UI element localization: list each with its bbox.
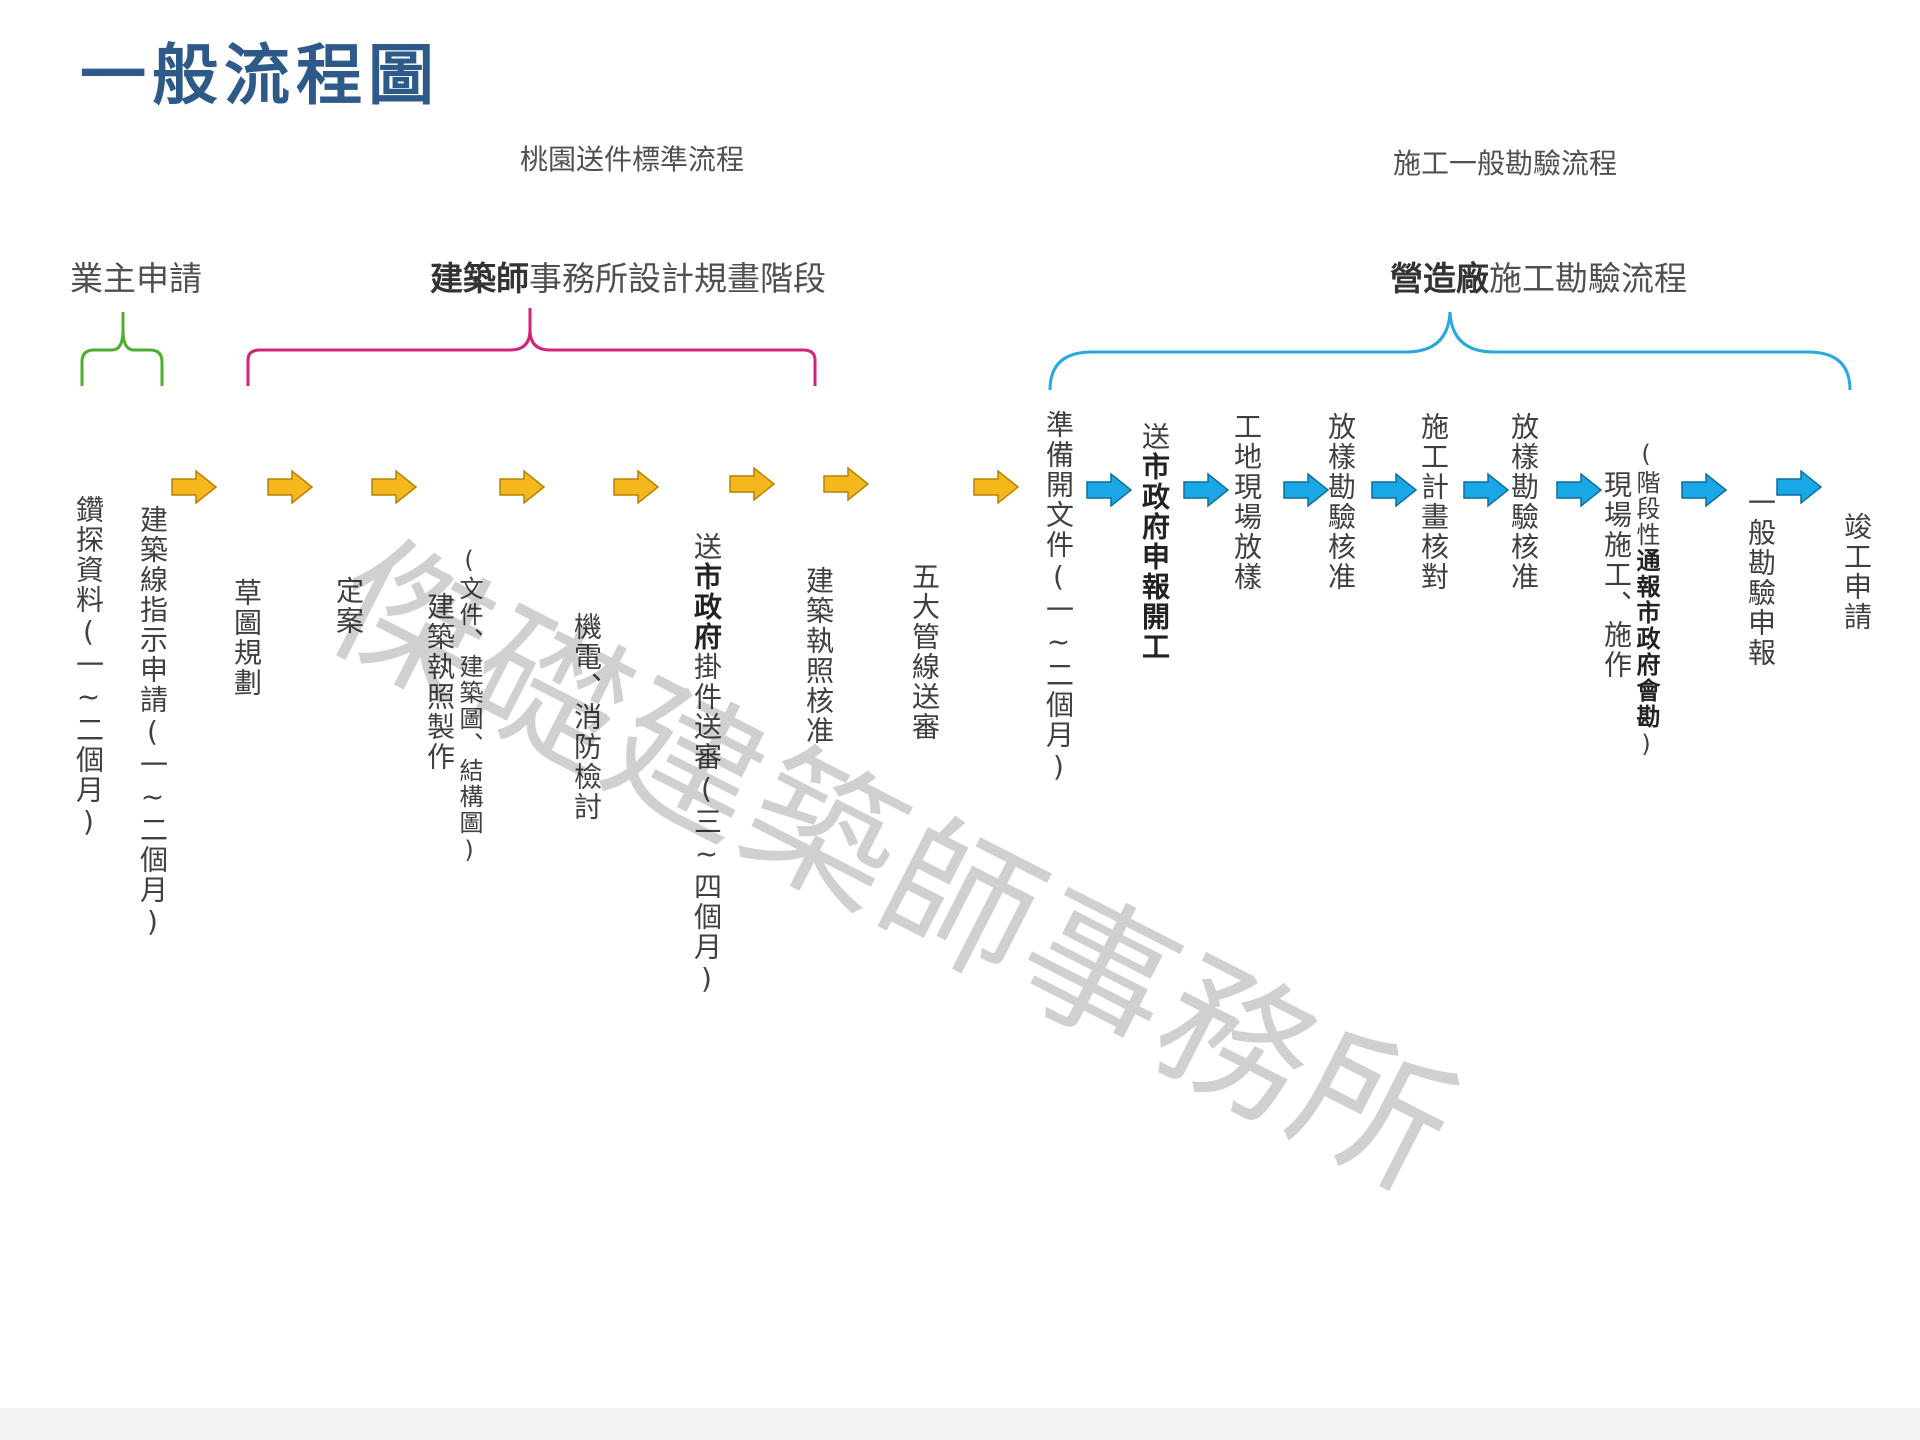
phase-contractor-bold: 營造廠 xyxy=(1390,259,1489,298)
step-license-preparation: 建築執照製作 xyxy=(423,592,456,772)
step-mep-fire-review: 機電、消防檢討 xyxy=(570,612,603,822)
step-phased-city-inspection-hl: 通報市政府會勘 xyxy=(1632,548,1660,730)
step-site-setout: 工地現場放樣 xyxy=(1230,412,1263,592)
step-report-commencement-pre: 送 xyxy=(1138,422,1171,452)
phase-contractor-rest: 施工勘驗流程 xyxy=(1489,259,1687,298)
arrow-right-icon xyxy=(823,466,870,502)
step-submit-city-review-hl: 市政府 xyxy=(690,562,723,652)
arrow-right-icon xyxy=(1283,472,1330,508)
phase-architect: 建築師事務所設計規畫階段 xyxy=(430,252,826,300)
section-title-construction: 施工一般勘驗流程 xyxy=(1393,147,1618,180)
step-construction-plan-check: 施工計畫核對 xyxy=(1417,412,1450,592)
arrow-right-icon xyxy=(1183,472,1230,508)
phase-owner: 業主申請 xyxy=(70,259,202,298)
arrow-right-icon xyxy=(613,469,660,505)
phase-architect-bold: 建築師 xyxy=(430,259,529,298)
step-phased-city-inspection-post: ) xyxy=(1632,730,1660,760)
architect-brace-icon xyxy=(246,308,817,386)
step-setout-inspection-approval-1: 放樣勘驗核准 xyxy=(1324,412,1357,592)
step-phased-city-inspection-pre: (階段性 xyxy=(1632,440,1660,548)
step-license-approval: 建築執照核准 xyxy=(802,566,835,746)
step-submit-city-review-pre: 送 xyxy=(690,532,723,562)
step-license-docs-note: (文件、建築圖、結構圖) xyxy=(455,546,483,866)
step-sketch-planning: 草圖規劃 xyxy=(230,578,263,698)
step-general-inspection-report: 一般勘驗申報 xyxy=(1744,488,1777,668)
step-finalize: 定案 xyxy=(332,576,365,636)
arrow-right-icon xyxy=(1371,472,1418,508)
arrow-right-icon xyxy=(729,466,776,502)
arrow-right-icon xyxy=(1681,472,1728,508)
arrow-right-icon xyxy=(973,469,1020,505)
phase-architect-rest: 事務所設計規畫階段 xyxy=(529,259,826,298)
step-submit-city-review: 送市政府掛件送審(三~四個月) xyxy=(690,532,723,997)
step-drilling-data: 鑽探資料(一~二個月) xyxy=(72,495,105,840)
owner-brace-icon xyxy=(80,312,164,386)
step-site-construction: 現場施工、施作 xyxy=(1600,470,1633,680)
arrow-right-icon xyxy=(1463,472,1510,508)
arrow-right-icon xyxy=(267,469,314,505)
brace-layer xyxy=(80,308,1852,391)
arrow-right-icon xyxy=(1086,472,1133,508)
arrow-right-icon xyxy=(1776,469,1823,505)
contractor-brace-icon xyxy=(1048,311,1852,391)
arrow-right-icon xyxy=(171,469,218,505)
step-submit-city-review-post: 掛件送審(三~四個月) xyxy=(690,652,723,997)
step-building-line-application: 建築線指示申請(一~二個月) xyxy=(136,505,169,940)
step-phased-city-inspection: (階段性通報市政府會勘) xyxy=(1632,440,1660,760)
arrow-right-icon xyxy=(371,469,418,505)
step-setout-inspection-approval-2: 放樣勘驗核准 xyxy=(1507,412,1540,592)
phase-contractor: 營造廠施工勘驗流程 xyxy=(1390,252,1687,300)
step-five-pipelines-review: 五大管線送審 xyxy=(908,562,941,742)
arrow-right-icon xyxy=(499,469,546,505)
step-completion-application: 竣工申請 xyxy=(1840,512,1873,632)
step-report-commencement-hl: 市政府申報開工 xyxy=(1138,452,1171,662)
step-prepare-docs: 準備開文件(一~二個月) xyxy=(1042,410,1075,785)
step-report-commencement: 送市政府申報開工 xyxy=(1138,422,1171,662)
arrow-right-icon xyxy=(1556,472,1603,508)
footer-bar xyxy=(0,1408,1920,1440)
section-title-taoyuan: 桃園送件標準流程 xyxy=(520,143,745,176)
page-title: 一般流程圖 xyxy=(80,37,440,114)
